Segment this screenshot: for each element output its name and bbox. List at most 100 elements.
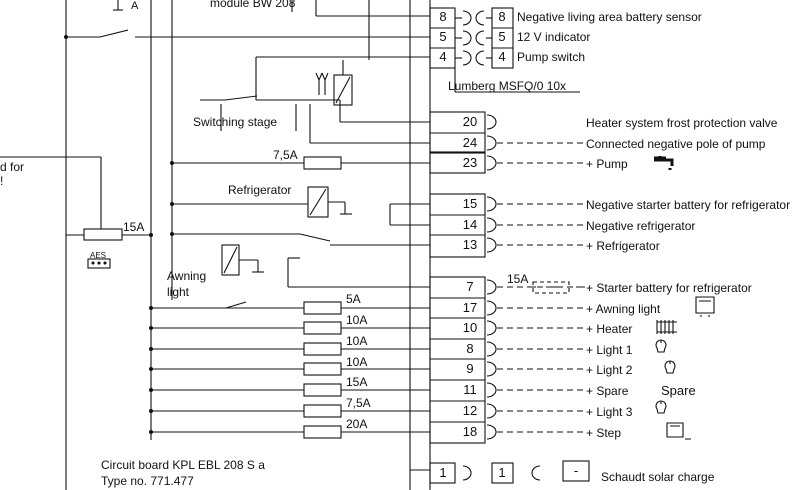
switch-contact <box>224 95 258 101</box>
plug-symbol <box>486 320 497 336</box>
awning-label: Awning <box>167 269 207 283</box>
terminal-pin: 24 <box>462 135 478 150</box>
fuse <box>303 156 342 170</box>
terminal-label: Connected negative pole of pump <box>586 137 766 151</box>
terminal-pin: 20 <box>462 114 478 129</box>
junction-dot <box>149 347 153 351</box>
spare-text: Spare <box>661 383 696 398</box>
bottom-connector-box <box>562 460 590 482</box>
terminal-pin: 15 <box>462 196 478 211</box>
bottom-connector-box <box>429 462 456 484</box>
connector-label: 12 V indicator <box>517 30 591 44</box>
junction-dot <box>149 388 153 392</box>
switch-contact <box>225 301 247 309</box>
junction-dot <box>149 233 153 237</box>
aes-box <box>87 258 111 269</box>
terminal-label: + Awning light <box>586 302 661 316</box>
plug-symbol <box>486 196 497 212</box>
fuse-rating: 7,5A <box>346 396 371 410</box>
aes-label: AES <box>90 251 107 260</box>
relay-line <box>335 76 351 104</box>
plug-symbol <box>462 465 472 481</box>
junction-dot <box>149 409 153 413</box>
terminal-pin: 18 <box>462 424 478 439</box>
fuse <box>303 301 342 315</box>
arrow-head <box>315 72 323 82</box>
plug-symbol <box>486 237 497 253</box>
plug-symbol <box>475 10 485 26</box>
bottom-pin-b: 1 <box>498 465 506 480</box>
left-edge-text-1: d for <box>0 160 25 174</box>
plug-symbol <box>486 279 497 295</box>
bottom-pin-a: 1 <box>439 465 447 480</box>
left-edge-text-2: ! <box>0 174 4 188</box>
awning-light-icon <box>695 296 715 317</box>
terminal-pin: 8 <box>466 341 474 356</box>
fuse-rating: 10A <box>346 313 368 327</box>
terminal-label: + Refrigerator <box>586 239 660 253</box>
aes-dot <box>103 261 107 265</box>
bottom-sign: - <box>573 463 579 478</box>
terminal-label: Heater system frost protection valve <box>586 116 778 130</box>
fuse <box>303 383 342 397</box>
junction-dot <box>170 232 174 236</box>
lamp-3-icon <box>655 400 667 414</box>
terminal-label: Negative refrigerator <box>586 219 696 233</box>
switching-stage-label: Switching stage <box>193 115 278 129</box>
terminal-label: Negative starter battery for refrigerato… <box>586 198 791 212</box>
fuse <box>303 404 342 418</box>
fuse <box>532 281 570 294</box>
connector-pin-right: 5 <box>498 29 506 44</box>
plug-symbol <box>486 341 497 357</box>
relay-line <box>223 246 238 274</box>
board-type: Type no. 771.477 <box>101 474 194 488</box>
fuse-rating: 10A <box>346 334 368 348</box>
plug-symbol <box>486 114 497 130</box>
junction-dot <box>170 202 174 206</box>
junction-dot <box>149 306 153 310</box>
connector-pin-right: 8 <box>498 9 506 24</box>
terminal-label: + Light 3 <box>586 405 633 419</box>
radiator-icon <box>656 320 677 334</box>
plug-symbol <box>531 465 541 481</box>
plug-symbol <box>475 50 485 66</box>
connector-pin-right: 4 <box>498 49 506 64</box>
connector-label: Pump switch <box>517 50 586 64</box>
junction-dot <box>149 367 153 371</box>
plug-symbol <box>486 135 497 151</box>
fuse-rating: 20A <box>346 417 368 431</box>
terminal-label: + Starter battery for refrigerator <box>586 281 752 295</box>
step-icon <box>666 422 691 440</box>
terminal-label: + Spare <box>586 384 629 398</box>
junction-dot <box>64 35 68 39</box>
terminal-label: + Pump <box>586 157 628 171</box>
aes-dot <box>97 261 101 265</box>
terminal-pin: 7 <box>466 279 474 294</box>
fuse <box>303 362 342 376</box>
board-name: Circuit board KPL EBL 208 S a <box>101 458 265 472</box>
plug-symbol <box>486 217 497 233</box>
terminal-pin: 11 <box>463 382 477 397</box>
plug-symbol <box>486 361 497 377</box>
terminal-label: + Heater <box>586 322 633 336</box>
fuse-rating: 5A <box>346 292 361 306</box>
connector-pin-left: 5 <box>439 29 447 44</box>
plug-symbol <box>475 30 485 46</box>
fuse-rating: 7,5A <box>273 148 298 162</box>
connector-name: Lumberg MSFQ/0 10x <box>448 79 567 93</box>
arrow-head <box>321 72 329 82</box>
terminal-pin: 13 <box>462 237 478 252</box>
lamp-2-icon <box>664 360 676 374</box>
fuse-rating: 15A <box>346 375 368 389</box>
bottom-connector-label: Schaudt solar charge <box>601 470 715 484</box>
plug-symbol <box>486 300 497 316</box>
lamp-1-icon <box>655 339 667 353</box>
main-fuse <box>83 228 123 241</box>
tap-icon <box>654 156 674 170</box>
terminal-pin: 10 <box>462 320 478 335</box>
junction-dot <box>149 326 153 330</box>
fuse <box>303 425 342 439</box>
plug-symbol <box>462 30 472 46</box>
awning-light-label: light <box>167 285 190 299</box>
